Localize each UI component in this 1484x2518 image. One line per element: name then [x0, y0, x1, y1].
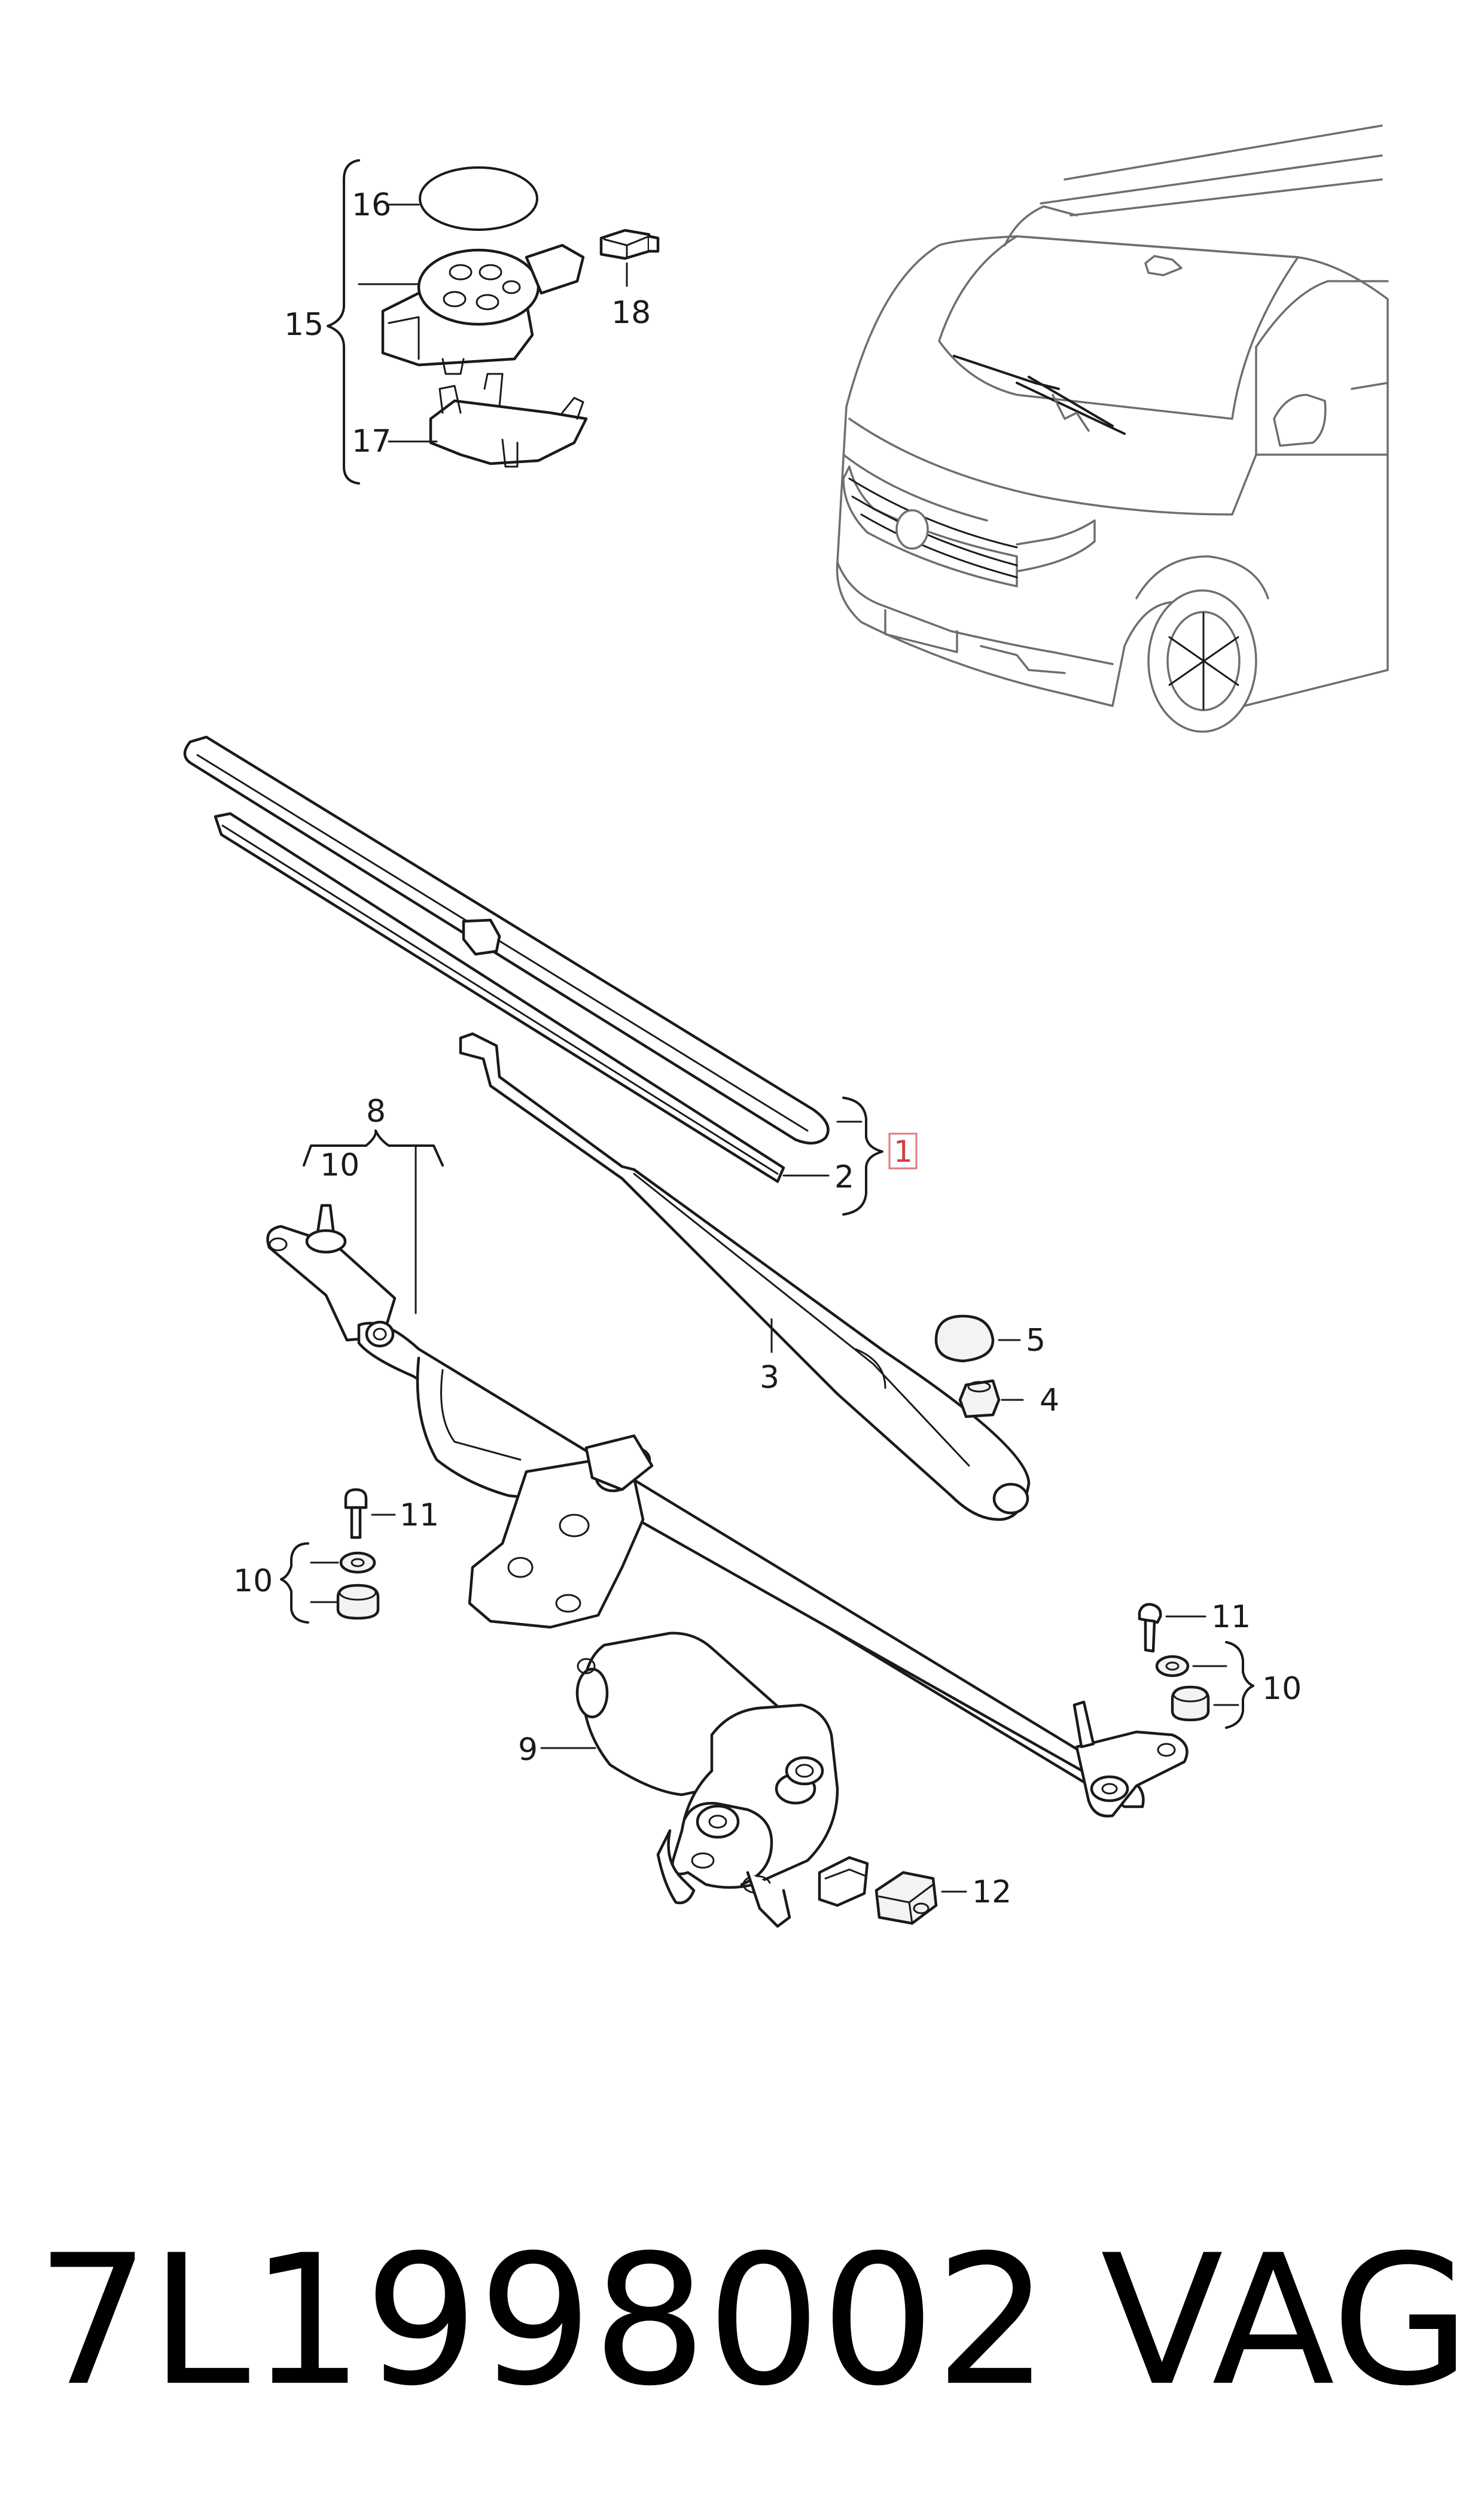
connector-18 [599, 229, 660, 260]
bracket-10-right [1225, 1641, 1254, 1729]
callout-10-left: 10 [233, 1563, 273, 1599]
wiper-refill-2 [214, 812, 785, 1183]
van-illustration [836, 124, 1389, 733]
callout-5: 5 [1026, 1323, 1046, 1359]
callout-4: 4 [1040, 1383, 1059, 1418]
bracket-10-left [280, 1542, 309, 1624]
callout-11-right: 11 [1211, 1599, 1251, 1635]
callout-17: 17 [352, 424, 391, 459]
bracket-17 [429, 373, 588, 468]
callout-3: 3 [760, 1360, 779, 1396]
callout-8: 8 [366, 1094, 386, 1129]
nut-4: 4 [958, 1379, 1059, 1418]
callout-18: 18 [611, 295, 651, 331]
highlight-box-1 [888, 1132, 918, 1170]
wiper-arm-3: 3 [459, 1032, 1031, 1521]
callout-9: 9 [518, 1732, 538, 1768]
callout-1: 1 [894, 1134, 913, 1169]
bracket-8 [303, 1129, 444, 1167]
cap-5: 5 [934, 1314, 1046, 1363]
bracket-1 [842, 1097, 883, 1216]
callout-12: 12 [972, 1874, 1011, 1910]
seal-ring-16 [419, 166, 538, 231]
brand-label: VAG [1101, 2216, 1471, 2425]
callout-10-right: 10 [1262, 1671, 1302, 1707]
right-mount-hardware: 11 10 [1138, 1599, 1302, 1729]
callout-10-top: 10 [320, 1147, 359, 1183]
part-number: 7L1998002 [36, 2216, 1050, 2425]
rain-sensor-group: 16 15 17 18 [284, 159, 660, 485]
callout-11-left: 11 [400, 1497, 439, 1533]
rain-sensor-15 [381, 243, 585, 375]
wiper-motor-9: 9 [518, 1631, 869, 1928]
blade-adapter [462, 918, 501, 956]
wiper-blade-1 [183, 735, 830, 1144]
left-mount-hardware: 11 10 [233, 1488, 439, 1624]
callout-2: 2 [834, 1159, 854, 1195]
bracket-15 [327, 159, 360, 485]
wiper-blade-assembly: 2 1 [183, 735, 918, 1216]
connector-12: 12 [874, 1871, 1011, 1925]
linkage-8: 8 10 [266, 1094, 1189, 1817]
callout-15: 15 [284, 307, 324, 343]
callout-16: 16 [352, 187, 391, 223]
